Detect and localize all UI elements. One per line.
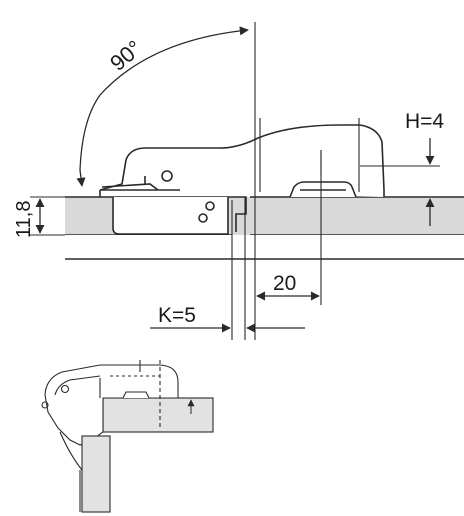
overlay-height-label: H=4 (405, 110, 444, 133)
hinge-cup (112, 197, 229, 235)
closed-position-view (41, 360, 214, 513)
small-door-panel (81, 435, 111, 513)
angle-label: 90° (105, 35, 147, 76)
cup-screw-2 (198, 213, 208, 223)
small-cabinet-panel (102, 397, 214, 433)
gap-label: K=5 (158, 304, 196, 327)
angle-dimension (76, 26, 249, 187)
cup-screw-1 (205, 201, 215, 211)
door-panel (65, 235, 464, 259)
main-view (30, 22, 464, 340)
bore-distance-label: 20 (273, 272, 296, 295)
thickness-label: 11,8 (13, 201, 35, 238)
